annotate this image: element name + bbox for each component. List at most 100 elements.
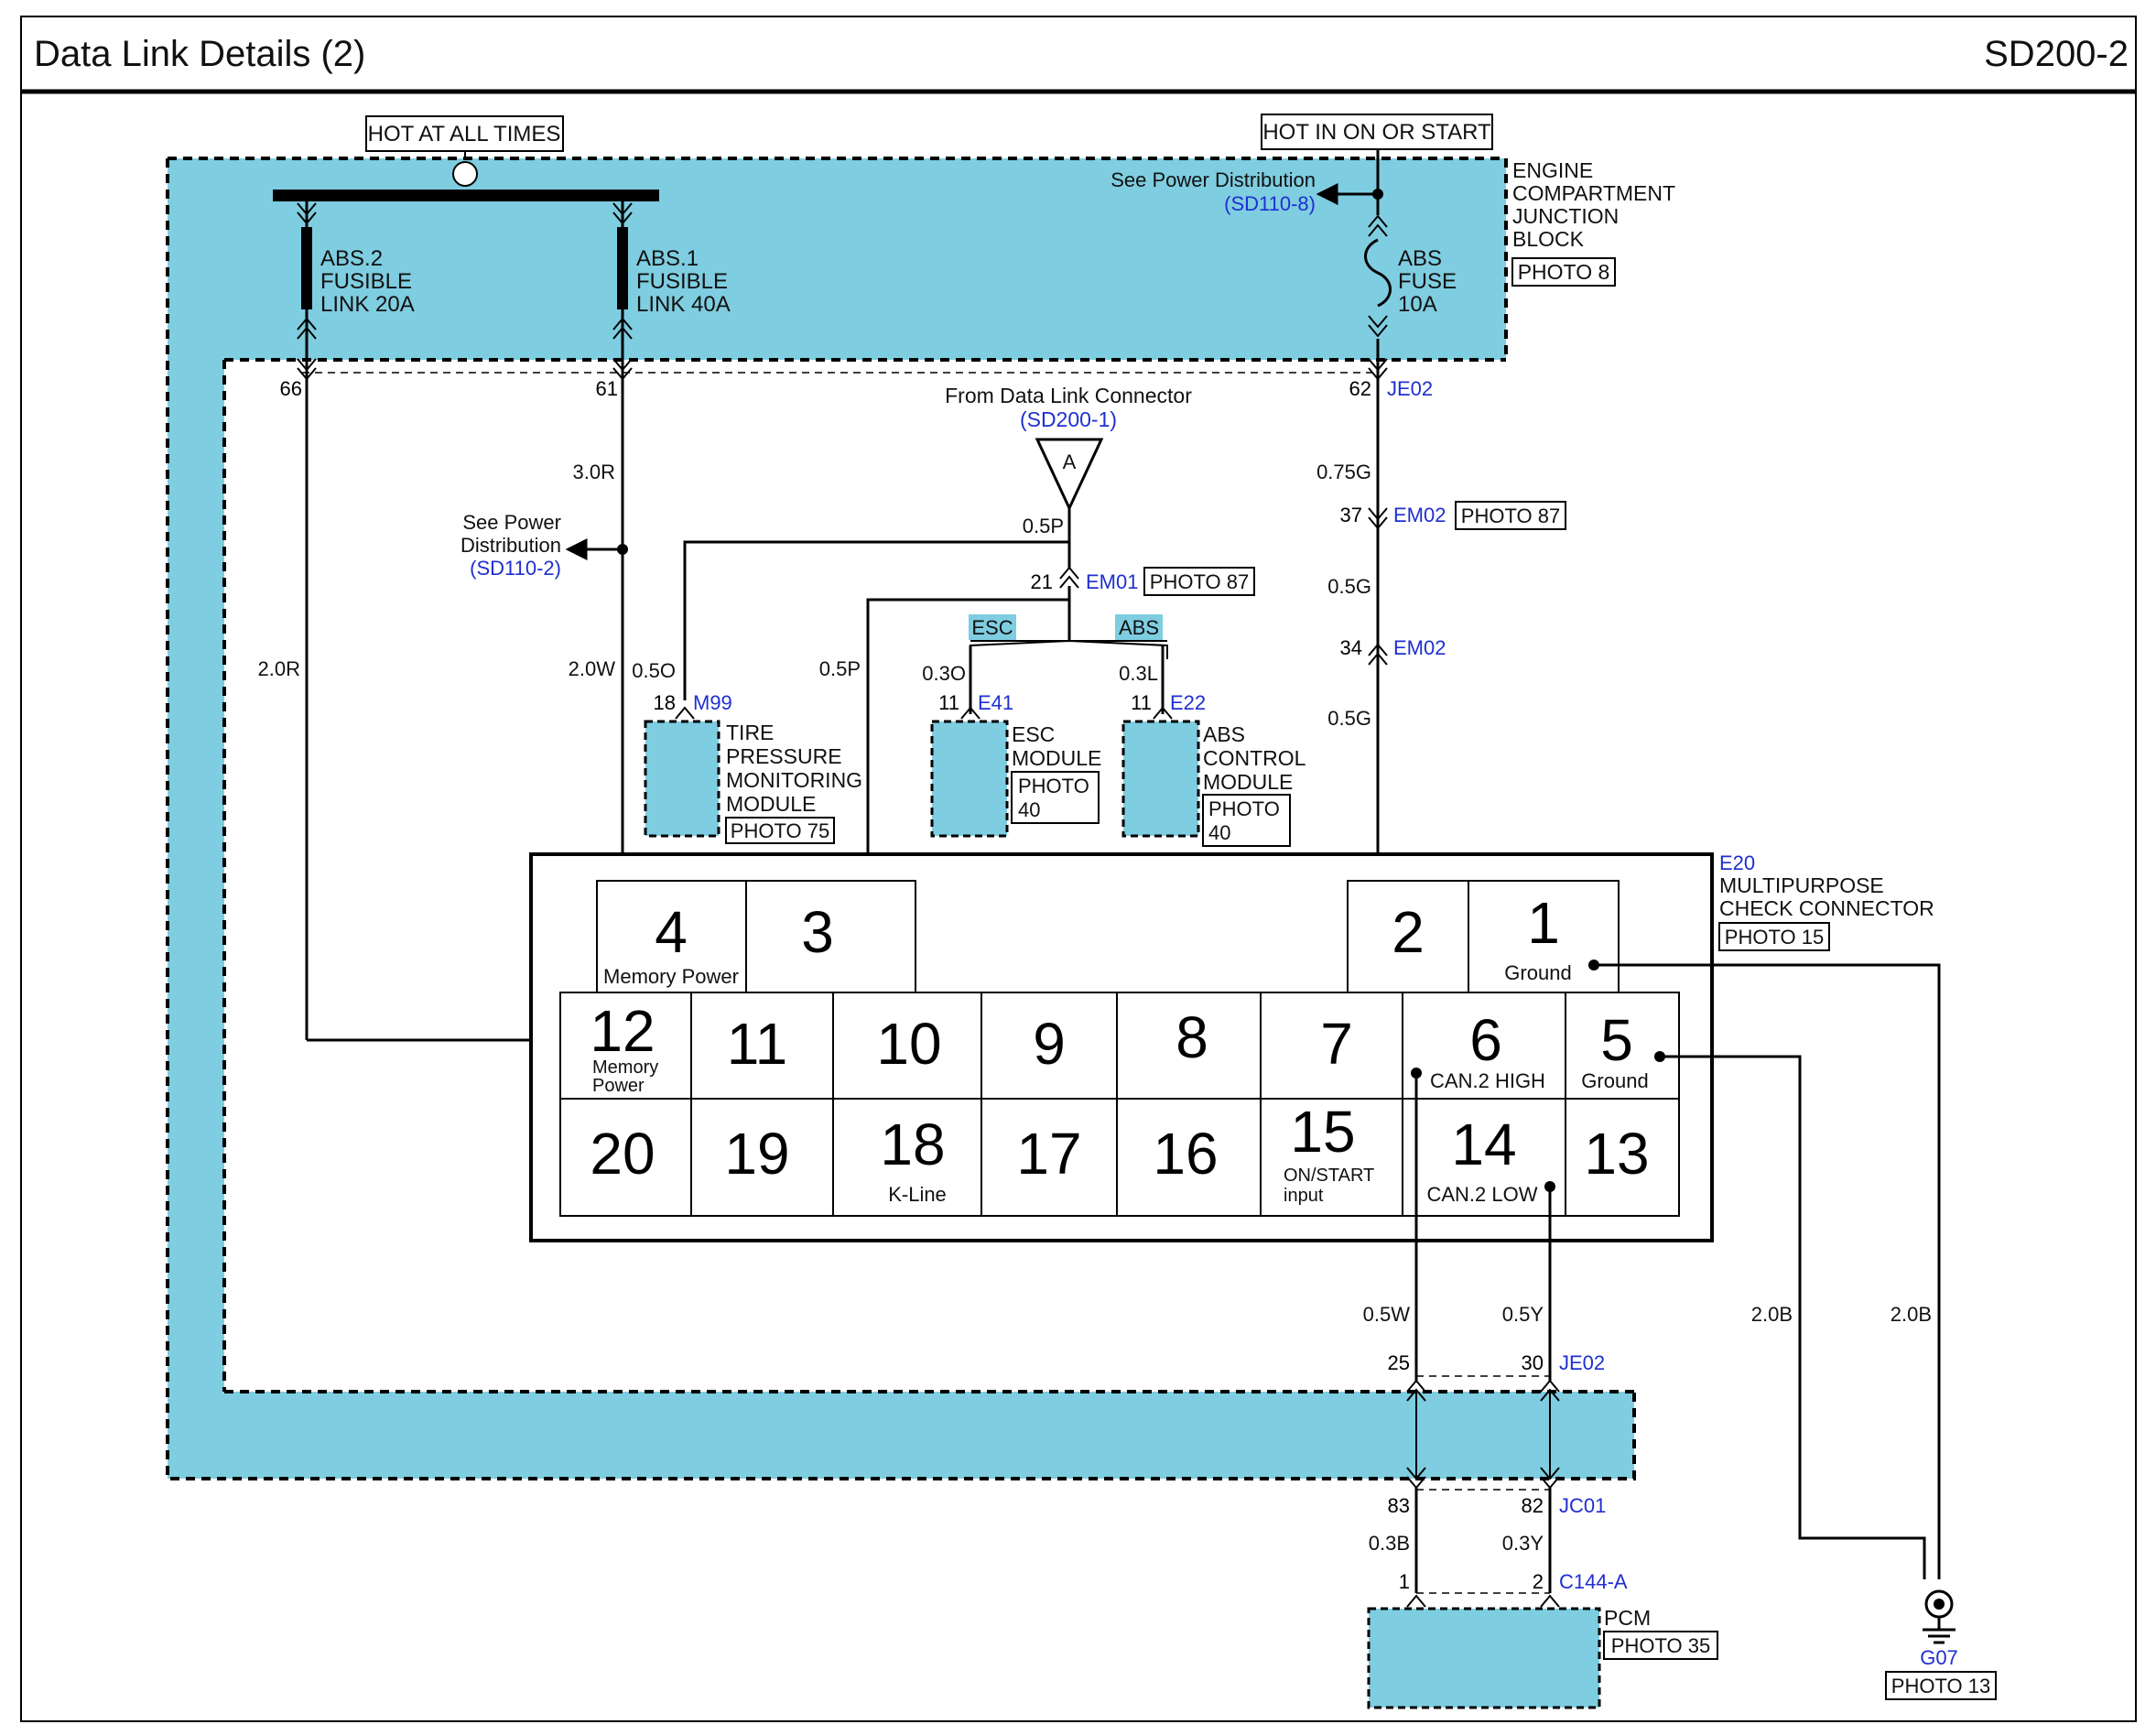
hot-at-all-times-box [365,115,564,152]
connector-e41[interactable]: E41 [978,691,1013,714]
em02-a-pin: 37 [1340,504,1362,526]
connector-je02-top[interactable]: JE02 [1387,377,1433,400]
e20-pin-20: 20 [590,1121,655,1187]
connector-em01[interactable]: EM01 [1086,570,1138,593]
e20-connector [529,852,1714,1242]
svg-text:ESC: ESC [1012,722,1055,746]
connector-em02-a[interactable]: EM02 [1393,504,1446,526]
e20-pin-8: 8 [1176,1004,1208,1070]
see-power-2-line2: Distribution [460,534,561,557]
power-bus [273,190,659,201]
offpage-connector-a [1035,438,1104,512]
svg-text:11: 11 [1131,691,1152,714]
e20-pin-17: 17 [1016,1121,1081,1187]
page-title: Data Link Details (2) [34,34,365,74]
e20-pin-1-label: Ground [1504,961,1571,984]
see-power-dist-link[interactable]: (SD110-8) [1224,192,1316,215]
connector-e22[interactable]: E22 [1170,691,1206,714]
svg-text:PRESSURE: PRESSURE [726,744,842,768]
wire-label-3-0r: 3.0R [573,461,615,483]
wire-label-0-3l: 0.3L [1119,662,1158,685]
e20-pin-15-label-1: ON/START [1284,1166,1374,1186]
svg-text:40: 40 [1018,798,1040,821]
e20-pin-5: 5 [1600,1007,1633,1073]
jb-photo-box [1511,257,1616,287]
from-dlc-text: From Data Link Connector [945,384,1192,407]
c144a-pin-2: 2 [1533,1570,1544,1593]
connector-c144a[interactable]: C144-A [1559,1570,1628,1593]
je02-pin-25: 25 [1388,1351,1410,1374]
e20-pin-2: 2 [1392,899,1425,965]
svg-text:FUSE: FUSE [1398,269,1457,294]
svg-text:ABS.1: ABS.1 [636,246,699,271]
junction-block-outline [166,157,1636,1480]
connector-jc01[interactable]: JC01 [1559,1494,1606,1517]
e20-pin-4-label: Memory Power [603,965,739,988]
see-power-2-link[interactable]: (SD110-2) [470,557,561,580]
hot-at-all-times-label: HOT AT ALL TIMES [368,122,561,146]
ground-g07[interactable]: G07 [1920,1646,1958,1669]
wire-label-0-5o: 0.5O [632,659,676,682]
e20-label-1: MULTIPURPOSE [1719,873,1884,897]
e20-pin-4: 4 [655,899,688,965]
pin-66: 66 [280,377,302,400]
connector-em02-a-symbol [1368,507,1388,530]
e20-pin-14: 14 [1451,1111,1516,1177]
connector-m99[interactable]: M99 [693,691,732,714]
page-frame [20,16,2137,1722]
page-code: SD200-2 [1984,34,2129,74]
offpage-symbol-a: A [1063,450,1077,473]
connector-em01-symbol [1059,566,1079,589]
svg-text:CONTROL: CONTROL [1203,746,1306,770]
module-tpms: 18 M99 TIRE PRESSURE MONITORING MODULE P… [644,691,862,844]
e20-label-2: CHECK CONNECTOR [1719,896,1934,920]
e20-pin-12: 12 [590,998,655,1064]
e20-pin-15: 15 [1290,1099,1355,1165]
e20-pin-1: 1 [1527,890,1560,956]
wire-label-2-0r: 2.0R [258,657,300,680]
svg-text:LINK 40A: LINK 40A [636,292,731,317]
e20-pin-18-label: K-Line [888,1183,947,1206]
from-dlc-link[interactable]: (SD200-1) [1020,407,1117,431]
svg-text:PHOTO: PHOTO [1018,775,1089,797]
bus-terminal [452,161,478,187]
svg-text:ABS: ABS [1203,722,1245,746]
e20-pin-3: 3 [801,899,834,965]
wire-label-0-3o: 0.3O [922,662,966,685]
e20-pin-7: 7 [1320,1011,1353,1077]
wire-ground-pin5 [1660,1055,1926,1579]
wire-label-0-5g-a: 0.5G [1327,575,1371,598]
e20-pin-15-label-2: input [1284,1186,1324,1206]
em01-pin: 21 [1031,570,1053,593]
wire-label-0-5w: 0.5W [1363,1303,1411,1326]
jb-label-1: ENGINE [1512,158,1593,182]
junction-block-body [168,158,1634,1479]
hot-in-on-or-start-label: HOT IN ON OR START [1262,120,1491,145]
svg-text:ABS.2: ABS.2 [320,246,383,271]
module-esc: 11 E41 ESC MODULE PHOTO 40 [930,691,1101,838]
see-power-dist-text: See Power Distribution [1111,168,1316,191]
tag-abs-bg [1115,614,1163,640]
wire-label-0-5y: 0.5Y [1502,1303,1544,1326]
svg-text:MODULE: MODULE [1203,770,1293,794]
tag-esc-bg [969,614,1016,640]
connector-em02-b[interactable]: EM02 [1393,636,1446,659]
connector-e20[interactable]: E20 [1719,851,1755,874]
e20-pin-12-label-1: Memory [592,1057,658,1078]
em02-b-pin: 34 [1340,636,1362,659]
connector-je02-bottom[interactable]: JE02 [1559,1351,1605,1374]
tag-esc: ESC [971,616,1013,639]
svg-text:FUSIBLE: FUSIBLE [636,269,728,294]
svg-text:ABS: ABS [1398,246,1442,271]
svg-text:PHOTO 75: PHOTO 75 [731,819,829,842]
e20-pin-13: 13 [1584,1121,1649,1187]
pin-62: 62 [1349,377,1371,400]
svg-text:PHOTO 35: PHOTO 35 [1611,1634,1710,1657]
wire-label-0-5p-k: 0.5P [819,657,861,680]
svg-text:TIRE: TIRE [726,721,774,744]
svg-text:MONITORING: MONITORING [726,768,862,792]
ground-photo: PHOTO 13 [1891,1675,1990,1697]
svg-text:11: 11 [938,691,959,714]
wire-ground-pin1 [1594,963,1941,1579]
